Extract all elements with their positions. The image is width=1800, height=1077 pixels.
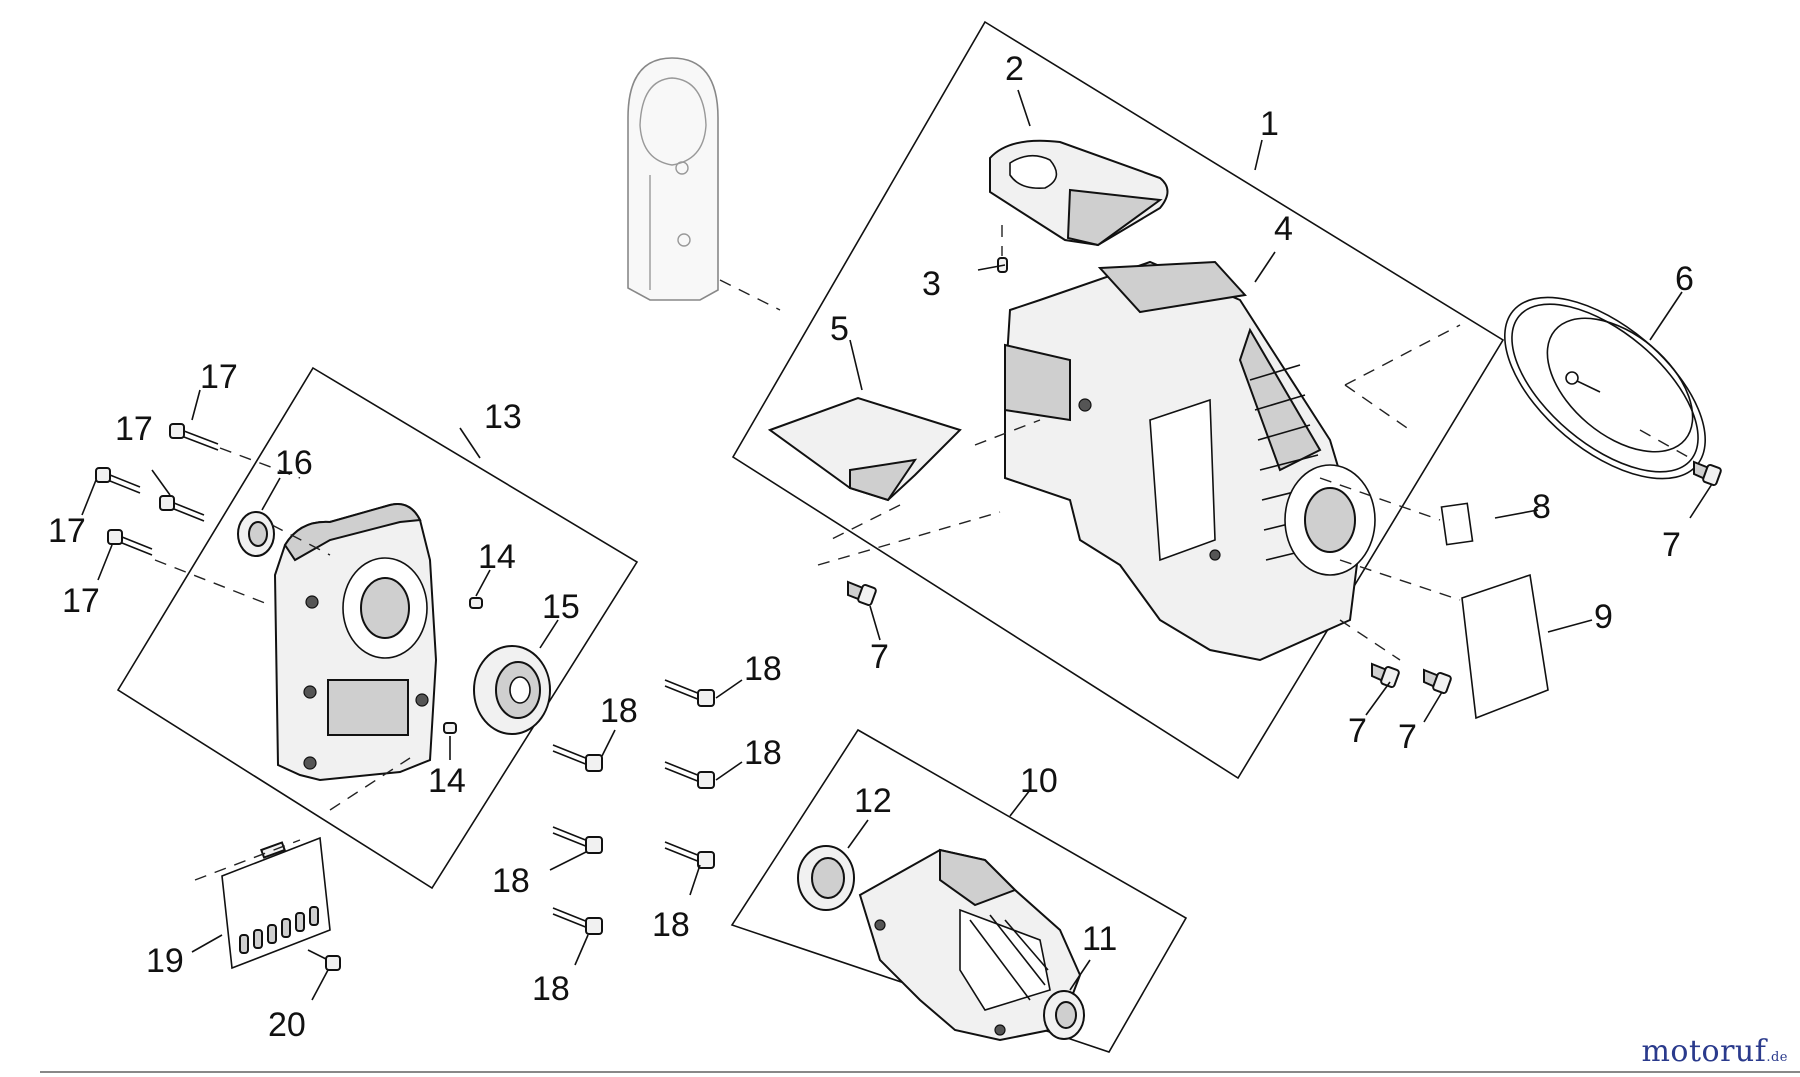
group-frame-13 xyxy=(116,366,639,890)
callout-6: 6 xyxy=(1675,260,1694,298)
callout-18b: 18 xyxy=(600,692,638,730)
reference-cover-ghost xyxy=(627,57,719,301)
callout-18a: 18 xyxy=(744,650,782,688)
callout-12: 12 xyxy=(854,782,892,820)
callout-20: 20 xyxy=(268,1006,306,1044)
screw-7-far-right xyxy=(1693,460,1722,487)
watermark-brand: motoruf xyxy=(1641,1034,1767,1069)
group-frame-1 xyxy=(731,20,1505,780)
bolt-18-b xyxy=(552,744,603,772)
callout-4: 4 xyxy=(1274,210,1293,248)
air-filter-part xyxy=(989,139,1169,247)
crankcase-half-part xyxy=(273,503,438,782)
bolt-17-b xyxy=(95,467,141,494)
seal-part-11 xyxy=(1043,990,1085,1040)
callout-labels: 1 2 3 4 5 6 7 7 7 7 8 9 10 11 12 13 14 1… xyxy=(48,50,1694,1044)
sticker-part-8 xyxy=(1440,502,1474,546)
callout-1: 1 xyxy=(1260,105,1279,143)
bearing-part-15 xyxy=(473,645,551,735)
dashed-leader xyxy=(719,279,781,311)
callout-15: 15 xyxy=(542,588,580,626)
deflector-plate-part xyxy=(767,396,962,502)
engine-cover-part xyxy=(1004,260,1376,662)
bolt-18-a xyxy=(664,679,715,707)
callout-11: 11 xyxy=(1082,920,1117,958)
callout-18f: 18 xyxy=(532,970,570,1008)
callout-18c: 18 xyxy=(744,734,782,772)
dowel-pin-14-lower xyxy=(443,722,457,734)
leader-lines xyxy=(81,89,1713,1001)
callout-3: 3 xyxy=(922,265,941,303)
callout-10: 10 xyxy=(1020,762,1058,800)
callout-7d: 7 xyxy=(1662,526,1681,564)
callout-14b: 14 xyxy=(428,762,466,800)
bolt-17-d xyxy=(107,529,153,556)
callout-2: 2 xyxy=(1005,50,1024,88)
footer-divider xyxy=(40,1071,1800,1077)
group-frame-10 xyxy=(730,728,1188,1053)
seal-part-16 xyxy=(237,511,275,557)
callout-18e: 18 xyxy=(652,906,690,944)
bolt-17-a xyxy=(169,423,219,451)
callout-19: 19 xyxy=(146,942,184,980)
screw-7-right-a xyxy=(1371,662,1400,689)
callout-14a: 14 xyxy=(478,538,516,576)
reed-plate-part-19 xyxy=(221,836,331,970)
callout-7c: 7 xyxy=(1398,718,1417,756)
crankcase-lower-part xyxy=(858,848,1082,1042)
bolt-17-c xyxy=(159,495,205,522)
reed-slots xyxy=(239,906,319,954)
bolt-18-c xyxy=(664,761,715,789)
watermark-suffix: .de xyxy=(1766,1050,1788,1065)
callout-13: 13 xyxy=(484,398,522,436)
callout-8: 8 xyxy=(1532,488,1551,526)
callout-7a: 7 xyxy=(870,638,889,676)
callout-17a: 17 xyxy=(200,358,238,396)
callout-7b: 7 xyxy=(1348,712,1367,750)
bearing-part-12 xyxy=(797,845,855,911)
callout-17b: 17 xyxy=(115,410,153,448)
callout-17c: 17 xyxy=(48,512,86,550)
screw-part-20 xyxy=(307,949,341,971)
callout-18d: 18 xyxy=(492,862,530,900)
callout-9: 9 xyxy=(1594,598,1613,636)
callout-16: 16 xyxy=(275,444,313,482)
callout-5: 5 xyxy=(830,310,849,348)
decal-part-9 xyxy=(1461,573,1549,720)
screw-7-right-b xyxy=(1423,668,1452,695)
screw-7-left xyxy=(847,580,877,607)
bolt-18-e xyxy=(664,841,715,869)
dowel-pin-14-upper xyxy=(469,597,483,609)
watermark-logo: motoruf.de xyxy=(1641,1034,1788,1069)
callout-17d: 17 xyxy=(62,582,100,620)
bolt-18-d xyxy=(552,826,603,854)
bolt-18-f xyxy=(552,907,603,935)
